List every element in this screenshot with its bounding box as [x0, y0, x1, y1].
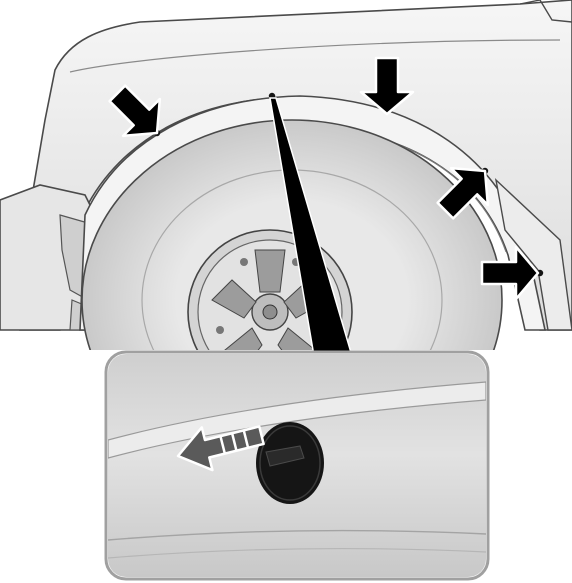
push-pin-icon: [256, 422, 324, 504]
detail-inset: [106, 352, 488, 579]
